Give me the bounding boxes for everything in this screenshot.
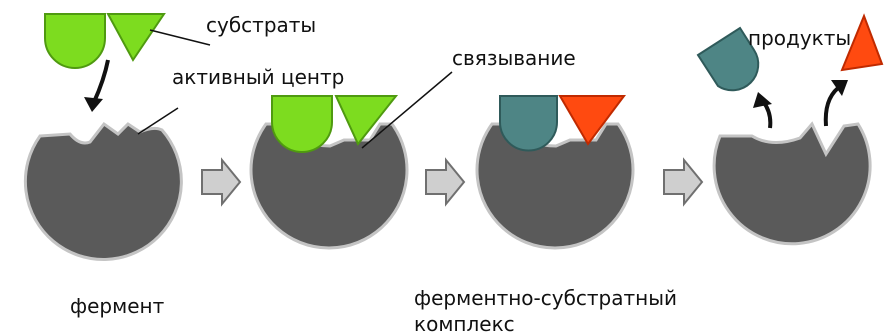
label-complex-line2: комплекс <box>414 312 515 336</box>
product-triangle <box>840 13 884 72</box>
curved-arrow-down-head <box>84 97 103 112</box>
substrates-pointer-line <box>149 29 211 46</box>
curved-arrow-down <box>92 59 110 103</box>
label-binding: связывание <box>452 46 576 70</box>
release-arrow-right-head <box>831 80 848 96</box>
label-substrates: субстраты <box>206 13 317 37</box>
complex-product-semicircle <box>499 95 558 152</box>
label-active-site: активный центр <box>172 65 345 89</box>
substrate-semicircle <box>44 13 106 69</box>
enzyme-released <box>712 121 872 246</box>
bound-substrate-semicircle <box>271 95 333 153</box>
process-arrow-3 <box>663 157 704 207</box>
binding-pointer-line <box>361 71 453 149</box>
release-arrow-left-head <box>753 92 772 108</box>
label-complex-line1: ферментно-субстратный <box>414 286 678 310</box>
label-enzyme: фермент <box>70 294 165 318</box>
enzyme-bound <box>249 122 409 250</box>
process-arrow-2 <box>425 157 466 207</box>
active-site-pointer-line <box>137 107 179 135</box>
product-semicircle <box>696 26 760 92</box>
enzyme-free <box>23 121 183 261</box>
substrate-triangle <box>106 13 166 62</box>
release-arrow-right <box>823 86 840 127</box>
process-arrow-1 <box>201 157 242 207</box>
enzyme-complex <box>475 122 635 250</box>
complex-product-triangle <box>558 95 626 146</box>
label-products: продукты <box>748 26 852 50</box>
bound-substrate-triangle <box>334 95 399 146</box>
